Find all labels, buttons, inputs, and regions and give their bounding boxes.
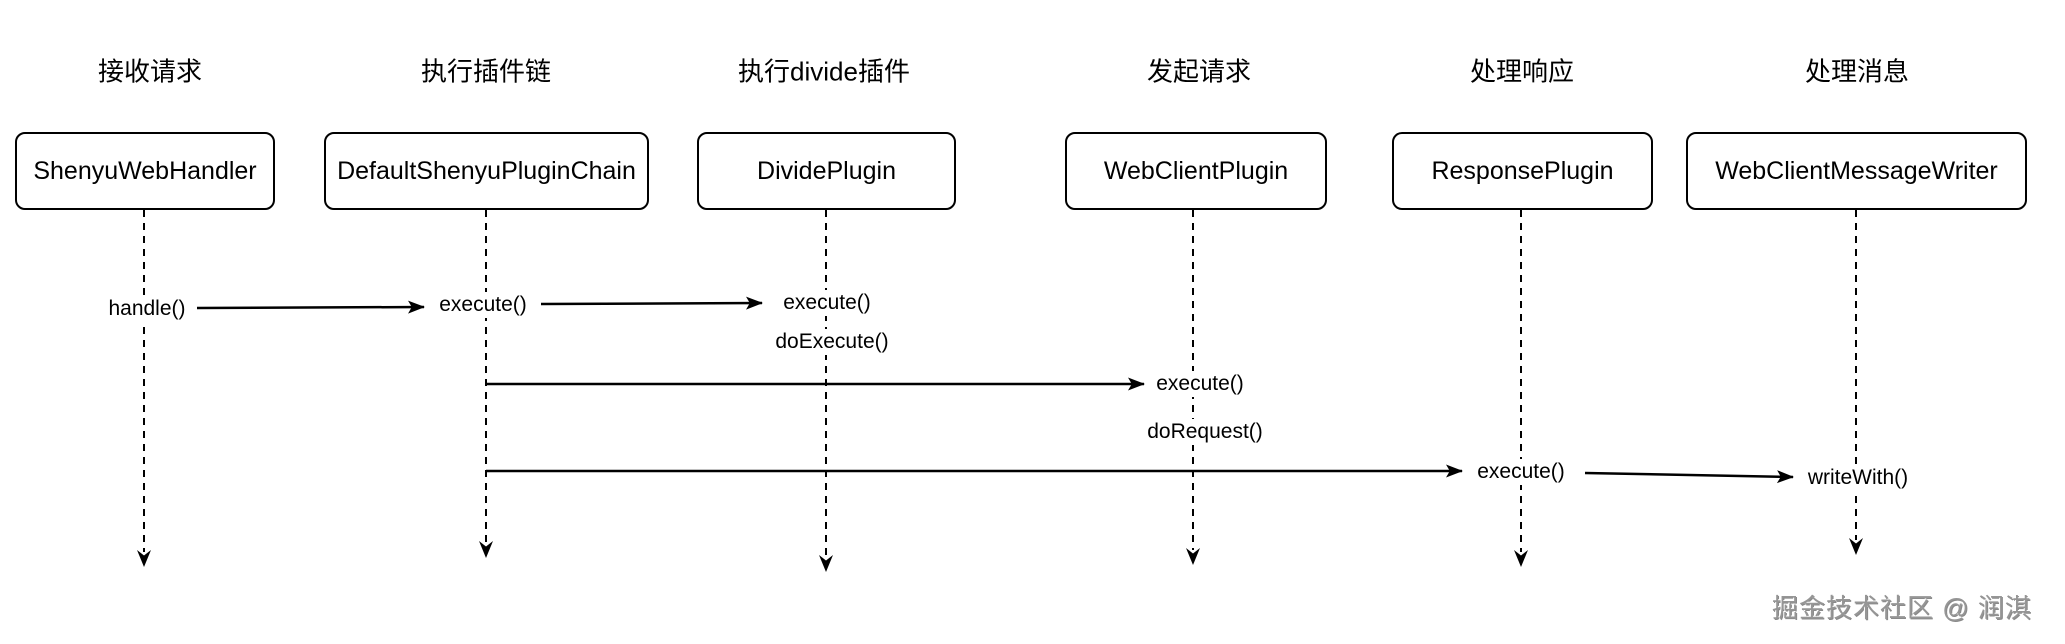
actor-box-responseplugin: ResponsePlugin: [1392, 132, 1653, 210]
step-label-run-divide-plugin: 执行divide插件: [738, 56, 910, 87]
lifeline-end-arrow-icon: [1186, 548, 1200, 565]
step-label-handle-message: 处理消息: [1804, 56, 1910, 87]
message-arrows-group: [196, 296, 1794, 484]
message-label-writewith: writeWith(): [1802, 465, 1914, 491]
step-label-run-plugin-chain: 执行插件链: [420, 56, 552, 87]
actor-box-label: WebClientMessageWriter: [1715, 156, 1998, 185]
lifeline-end-arrow-icon: [1849, 538, 1863, 555]
message-label-handle: handle(): [103, 296, 191, 322]
message-label-execute-1: execute(): [434, 292, 532, 318]
step-label-send-request: 发起请求: [1146, 56, 1252, 87]
actor-box-label: DividePlugin: [757, 156, 896, 185]
actor-box-webclientmessagewriter: WebClientMessageWriter: [1686, 132, 2027, 210]
message-label-dorequest: doRequest(): [1142, 419, 1268, 445]
arrow-execute-to-divideplugin: [540, 296, 763, 310]
actor-box-label: DefaultShenyuPluginChain: [337, 156, 636, 185]
message-label-execute-3: execute(): [1151, 371, 1249, 397]
watermark-text: 掘金技术社区 @ 润淇: [1772, 593, 2032, 623]
actor-box-divideplugin: DividePlugin: [697, 132, 956, 210]
actor-box-shenyuwebhandler: ShenyuWebHandler: [15, 132, 275, 210]
lifeline-end-arrow-icon: [819, 555, 833, 572]
lifeline-end-arrow-icon: [1514, 550, 1528, 567]
lifeline-end-arrow-icon: [479, 541, 493, 558]
arrow-handle-to-execute: [196, 300, 425, 314]
lifeline-arrowheads-group: [137, 538, 1863, 572]
message-label-execute-4: execute(): [1472, 459, 1570, 485]
actor-box-label: ShenyuWebHandler: [33, 156, 257, 185]
message-label-execute-2: execute(): [778, 290, 876, 316]
actor-box-label: ResponsePlugin: [1431, 156, 1614, 185]
lifeline-end-arrow-icon: [137, 550, 151, 567]
step-label-receive-request: 接收请求: [97, 56, 203, 87]
actor-box-defaultshenyupluginchain: DefaultShenyuPluginChain: [324, 132, 649, 210]
actor-box-label: WebClientPlugin: [1103, 156, 1289, 185]
arrow-to-writewith: [1584, 470, 1794, 484]
step-label-handle-response: 处理响应: [1469, 56, 1575, 87]
actor-box-webclientplugin: WebClientPlugin: [1065, 132, 1327, 210]
message-label-doexecute: doExecute(): [770, 329, 894, 355]
